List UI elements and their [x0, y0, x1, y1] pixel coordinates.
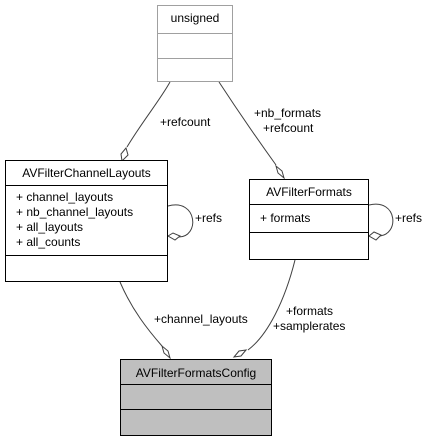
edge-label-channel-layouts: +channel_layouts: [154, 312, 248, 326]
aggregation-diamond: [275, 164, 285, 180]
edge-label-nb-formats: +nb_formats: [254, 106, 321, 120]
class-box: [157, 5, 233, 82]
class-name: AVFilterFormatsConfig: [136, 366, 256, 380]
edge-formats-self: [368, 203, 394, 237]
edge-formats-config: [247, 259, 296, 351]
class-name: unsigned: [171, 11, 220, 25]
class-member: + nb_channel_layouts: [16, 205, 133, 219]
edge-label-samplerates: +samplerates: [273, 319, 345, 333]
edge-channel-layouts-self: [167, 204, 194, 238]
class-avfilterformats[interactable]: AVFilterFormats + formats: [249, 179, 369, 260]
class-box: [5, 160, 168, 282]
aggregation-diamond: [120, 146, 129, 163]
class-name: AVFilterChannelLayouts: [22, 166, 151, 180]
class-avfilterchannellayouts[interactable]: AVFilterChannelLayouts + channel_layouts…: [5, 160, 168, 282]
class-box: [249, 179, 369, 260]
class-member: + formats: [260, 211, 310, 225]
edge-label-refs: +refs: [395, 211, 422, 225]
class-member: + all_counts: [16, 235, 80, 249]
aggregation-diamond: [232, 349, 248, 358]
edge-unsigned-formats: [218, 81, 277, 166]
class-member: + all_layouts: [16, 220, 83, 234]
edge-label-refcount: +refcount: [263, 121, 314, 135]
aggregation-diamond: [167, 232, 181, 241]
aggregation-diamond: [161, 344, 171, 360]
edge-label-refcount: +refcount: [160, 115, 211, 129]
class-unsigned[interactable]: unsigned: [157, 5, 233, 82]
edge-label-refs: +refs: [195, 211, 222, 225]
class-box: [120, 359, 272, 436]
aggregation-diamond: [368, 231, 382, 241]
edge-labels: +refcount +nb_formats +refcount +refs +r…: [154, 106, 422, 333]
class-member: + channel_layouts: [16, 190, 113, 204]
class-name: AVFilterFormats: [266, 185, 352, 199]
edge-label-formats: +formats: [286, 304, 333, 318]
edge-channel-layouts-config: [119, 281, 163, 347]
class-avfilterformatsconfig[interactable]: AVFilterFormatsConfig: [120, 359, 272, 436]
edge-unsigned-channel-layouts: [126, 81, 171, 148]
edges: [119, 81, 394, 360]
